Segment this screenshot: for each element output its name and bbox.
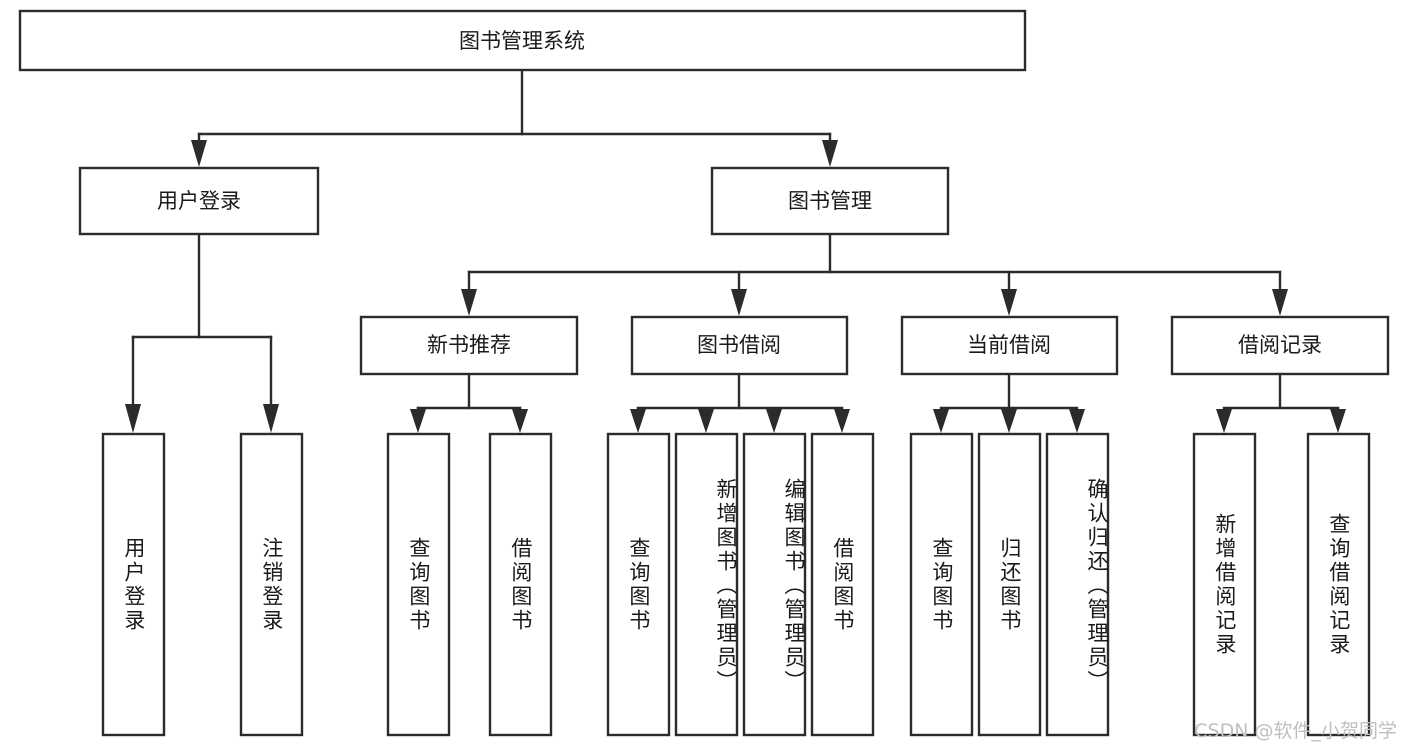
node-borrow-record-label: 借阅记录 xyxy=(1238,333,1322,357)
arrow-head-leaf-query-book-3 xyxy=(933,409,949,433)
csdn-watermark: CSDN @软件_小贺同学 xyxy=(1194,720,1397,742)
node-leaf-logout-login[interactable] xyxy=(239,432,304,737)
node-book-manage-label: 图书管理 xyxy=(788,189,872,213)
node-root[interactable] xyxy=(18,9,1027,72)
node-leaf-query-record[interactable] xyxy=(1306,432,1371,737)
node-book-manage[interactable] xyxy=(710,166,950,236)
node-root-label: 图书管理系统 xyxy=(459,29,585,53)
node-leaf-query-book-1[interactable] xyxy=(386,432,451,737)
arrow-head-new-book-rec xyxy=(461,289,477,316)
arrow-head-book-manage xyxy=(822,140,838,167)
arrow-head-leaf-logout-login xyxy=(263,404,279,433)
node-new-book-rec[interactable] xyxy=(359,315,579,376)
node-leaf-user-login[interactable] xyxy=(101,432,166,737)
arrow-head-leaf-user-login xyxy=(125,404,141,433)
node-leaf-query-book-3[interactable] xyxy=(909,432,974,737)
arrow-head-book-borrow xyxy=(731,289,747,316)
node-leaf-add-book[interactable] xyxy=(674,432,739,737)
node-borrow-record[interactable] xyxy=(1170,315,1390,376)
node-leaf-add-record[interactable] xyxy=(1192,432,1257,737)
node-leaf-edit-book[interactable] xyxy=(742,432,807,737)
arrow-head-user-login xyxy=(191,140,207,167)
node-current-borrow[interactable] xyxy=(900,315,1119,376)
node-user-login-label: 用户登录 xyxy=(157,189,241,213)
arrow-head-leaf-borrow-book-1 xyxy=(512,409,528,433)
arrow-head-leaf-return-book xyxy=(1001,409,1017,433)
node-book-borrow-label: 图书借阅 xyxy=(697,333,781,357)
node-user-login[interactable] xyxy=(78,166,320,236)
arrow-head-leaf-confirm-return xyxy=(1069,409,1085,433)
arrow-head-leaf-edit-book xyxy=(766,409,782,433)
node-leaf-return-book[interactable] xyxy=(977,432,1042,737)
node-book-borrow[interactable] xyxy=(630,315,849,376)
arrow-head-leaf-query-record xyxy=(1330,409,1346,433)
arrow-head-leaf-query-book-1 xyxy=(410,409,426,433)
node-leaf-borrow-book-1[interactable] xyxy=(488,432,553,737)
arrow-head-leaf-query-book-2 xyxy=(630,409,646,433)
arrow-head-leaf-borrow-book-2 xyxy=(834,409,850,433)
arrow-head-current-borrow xyxy=(1001,289,1017,316)
arrow-head-leaf-add-record xyxy=(1216,409,1232,433)
node-leaf-query-book-2[interactable] xyxy=(606,432,671,737)
arrow-head-borrow-record xyxy=(1272,289,1288,316)
node-leaf-confirm-return[interactable] xyxy=(1045,432,1110,737)
arrow-head-leaf-add-book xyxy=(698,409,714,433)
node-new-book-rec-label: 新书推荐 xyxy=(427,333,511,357)
node-leaf-borrow-book-2[interactable] xyxy=(810,432,875,737)
node-current-borrow-label: 当前借阅 xyxy=(967,333,1051,357)
